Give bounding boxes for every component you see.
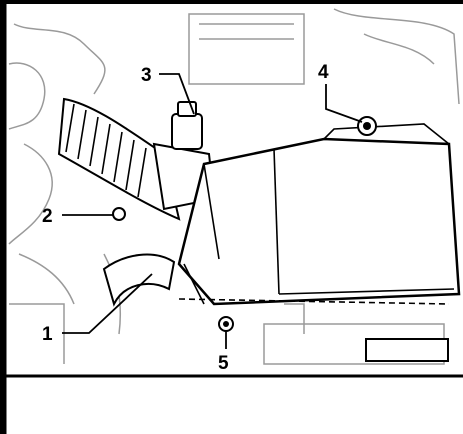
callout-3: 3 [141,65,152,86]
lower-hose [102,253,176,307]
bolt-5 [218,316,234,332]
callout-4: 4 [318,62,329,83]
leader-lines [62,73,363,349]
air-filter-housing [177,137,461,306]
leader-line-3 [159,73,195,115]
callout-2: 2 [42,206,53,227]
bolt-4 [357,116,377,136]
background-components [8,8,460,365]
clip-2 [112,207,126,221]
callout-5: 5 [218,353,229,374]
technical-drawing: 1 2 3 4 5 [4,4,463,434]
duct-corrugations [65,103,147,198]
leader-line-4 [325,84,363,123]
air-intake-duct [57,97,181,221]
caption-area [4,376,463,434]
filter-housing-details [178,123,455,305]
leader-line-1 [62,273,153,334]
callout-1: 1 [42,324,53,345]
label-plate [365,338,449,362]
